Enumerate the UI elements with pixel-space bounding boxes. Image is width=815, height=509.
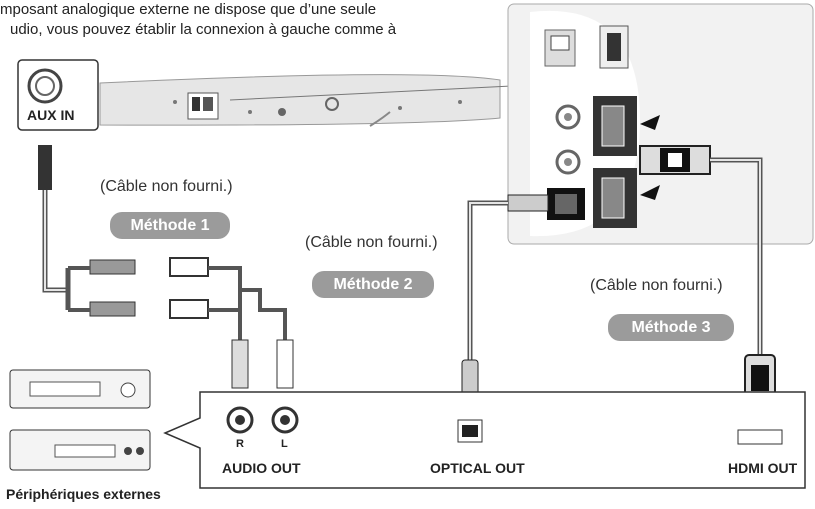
cable-note-3: (Câble non fourni.) [590,277,723,294]
aux-cable [38,145,294,389]
method-3-badge: Méthode 3 [608,314,734,341]
aux-in-label: AUX IN [27,107,75,123]
soundbar [99,74,513,127]
cable-note-2: (Câble non fourni.) [305,234,438,251]
external-devices [9,369,151,471]
channel-r-label: R [236,438,244,450]
intro-line-2: udio, vous pouvez établir la connexion à… [10,21,397,38]
output-panel [163,391,806,489]
intro-text: mposant analogique externe ne dispose qu… [0,0,396,40]
intro-line-1: mposant analogique externe ne dispose qu… [0,1,377,18]
method-2-badge: Méthode 2 [312,271,434,298]
hdmi-cable [639,145,783,445]
zoom-panel [507,3,814,245]
channel-l-label: L [281,438,288,450]
cable-note-1: (Câble non fourni.) [100,178,233,195]
optical-out-label: OPTICAL OUT [430,460,525,476]
method-1-badge: Méthode 1 [110,212,230,239]
hdmi-out-label: HDMI OUT [728,460,798,476]
audio-out-label: AUDIO OUT [222,460,301,476]
external-devices-label: Périphériques externes [6,486,161,502]
aux-in-box [17,59,99,131]
